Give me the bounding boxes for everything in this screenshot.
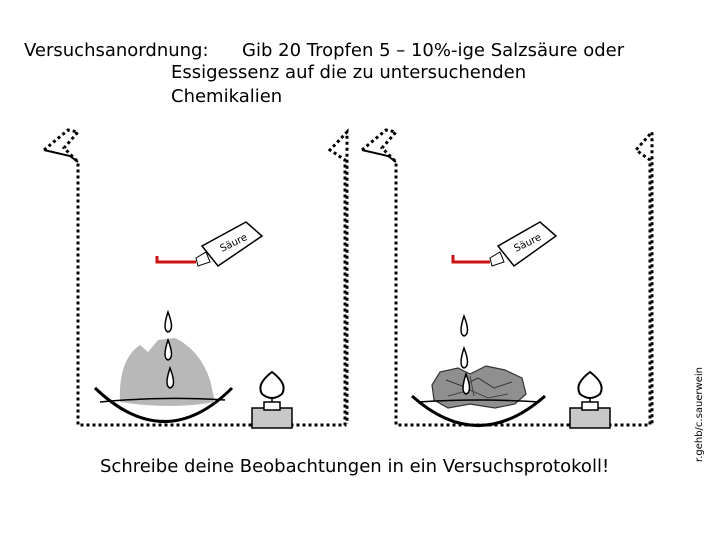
right-dish <box>411 394 546 427</box>
instruction-line-3: Chemikalien <box>171 86 283 107</box>
right-burner <box>569 370 611 429</box>
left-setup: Säure <box>43 128 349 429</box>
right-drop-1 <box>460 313 469 337</box>
instruction-line-2: Essigessenz auf die zu untersuchenden <box>171 62 527 83</box>
right-drop-3 <box>462 371 471 395</box>
left-drop-2 <box>164 337 173 361</box>
instruction-text-1: Gib 20 Tropfen 5 – 10%-ige Salzsäure ode… <box>242 40 625 61</box>
left-dish <box>93 386 234 423</box>
right-setup: Säure <box>361 128 654 429</box>
credit-text: r.gehb/c.sauerwein <box>694 367 705 462</box>
footer-instruction: Schreibe deine Beobachtungen in ein Vers… <box>100 456 610 477</box>
right-drop-2 <box>460 345 469 369</box>
right-beaker <box>361 128 654 427</box>
left-drop-1 <box>164 309 173 333</box>
left-sample <box>119 338 215 406</box>
instruction-label: Versuchsanordnung: <box>24 40 209 61</box>
right-sample <box>431 365 527 409</box>
instruction-line-1: Versuchsanordnung: Gib 20 Tropfen 5 – 10… <box>24 40 624 62</box>
left-drop-3 <box>166 365 175 389</box>
right-dropper: Säure <box>451 221 558 268</box>
left-beaker <box>43 128 349 427</box>
left-burner <box>251 370 293 429</box>
left-dropper: Säure <box>155 221 264 268</box>
